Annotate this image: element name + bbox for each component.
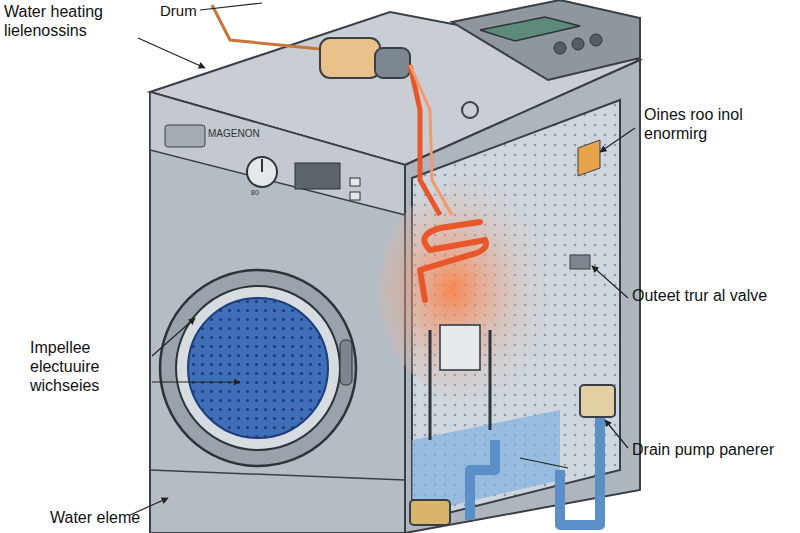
door-handle bbox=[340, 340, 352, 385]
part-label: Outeet trur al valve bbox=[632, 286, 792, 305]
valve-body bbox=[440, 325, 480, 370]
front-control-strip bbox=[150, 92, 405, 215]
part-label: Drum bbox=[160, 2, 220, 20]
part-label: Water eleme bbox=[50, 508, 170, 527]
brand-label: MAGENON bbox=[208, 128, 278, 140]
leader-line bbox=[605, 420, 628, 448]
side-slot bbox=[570, 255, 590, 269]
drain-pump bbox=[580, 385, 615, 417]
heating-coil bbox=[420, 222, 486, 300]
panel-button bbox=[554, 42, 566, 54]
machine-front bbox=[150, 92, 405, 533]
heat-glow bbox=[380, 180, 560, 400]
part-label: Water heating lielenossins bbox=[4, 2, 136, 40]
display-screen bbox=[480, 17, 580, 41]
front-button bbox=[350, 192, 360, 200]
leader-line bbox=[138, 38, 205, 68]
front-button bbox=[350, 178, 360, 186]
side-bracket bbox=[578, 140, 600, 176]
part-label: Drain pump panerer bbox=[632, 440, 782, 459]
inlet-fitting bbox=[410, 500, 450, 525]
part-label: Oines roo inol enormirg bbox=[644, 105, 794, 143]
leader-line bbox=[200, 3, 262, 10]
motor-housing bbox=[320, 38, 380, 78]
motor-end-cap bbox=[375, 48, 410, 78]
panel-button bbox=[572, 38, 584, 50]
door-ring bbox=[160, 270, 356, 466]
leader-line bbox=[152, 381, 240, 382]
leader-line bbox=[520, 458, 568, 468]
door-gasket bbox=[176, 286, 340, 450]
front-display bbox=[295, 163, 340, 189]
heater-wire bbox=[410, 65, 440, 215]
control-panel bbox=[452, 0, 640, 80]
valve-rod bbox=[489, 330, 492, 430]
leader-line bbox=[600, 128, 635, 152]
copper-wire bbox=[212, 5, 330, 50]
heater-wire bbox=[410, 65, 452, 215]
water-pipe bbox=[470, 440, 495, 520]
program-dial bbox=[247, 157, 277, 187]
valve-rod bbox=[429, 330, 432, 440]
drum-interior bbox=[188, 298, 328, 438]
drain-hose bbox=[560, 415, 600, 525]
part-label: Impellee electuuire wichseies bbox=[30, 338, 150, 396]
dial-pointer bbox=[261, 159, 263, 172]
kick-plate-line bbox=[150, 470, 405, 480]
leader-line bbox=[592, 266, 628, 298]
panel-button bbox=[590, 34, 602, 46]
dial-number: 80 bbox=[251, 189, 275, 197]
leader-line bbox=[152, 318, 195, 356]
fitting-symbol bbox=[462, 102, 478, 118]
detergent-drawer bbox=[165, 125, 205, 147]
